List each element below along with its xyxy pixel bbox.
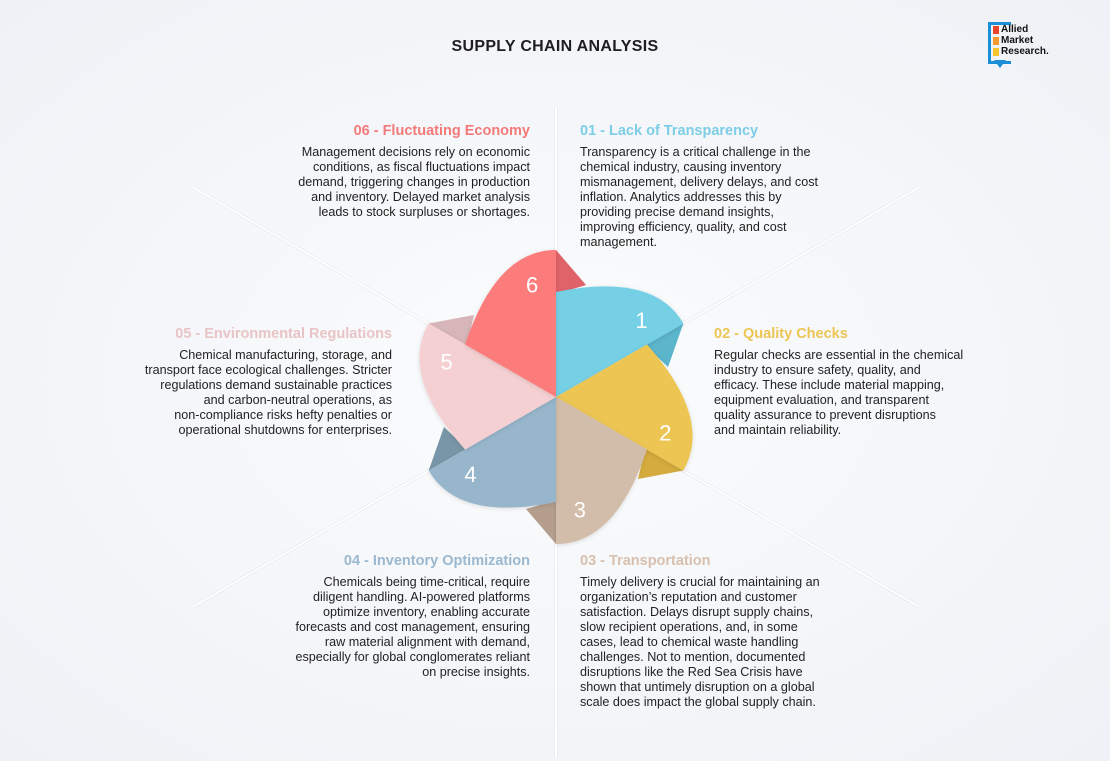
segment-1-text-line: mismanagement, delivery delays, and cost (580, 175, 818, 189)
segment-6-text-line: leads to stock surpluses or shortages. (318, 205, 530, 219)
segment-2-text-line: industry to ensure safety, quality, and (714, 363, 921, 377)
petal-2-number: 2 (659, 421, 671, 446)
segment-4-title: 04 - Inventory Optimization (343, 553, 530, 569)
segment-1-text-line: inflation. Analytics addresses this by (580, 190, 782, 204)
segment-6-text-line: Management decisions rely on economic (301, 145, 530, 159)
segment-3-text-line: organization’s reputation and customer (580, 590, 797, 604)
petal-1-fold (645, 323, 684, 367)
segment-4-text-line: forecasts and cost management, ensuring (295, 620, 530, 634)
logo-text-2: Market (1001, 35, 1034, 46)
segment-1-text-line: Transparency is a critical challenge in … (580, 145, 811, 159)
logo-text-1: Allied (1001, 24, 1029, 35)
logo-bar-orange (993, 37, 999, 45)
petal-2 (556, 344, 693, 471)
segment-3-text-line: scale does impact the global supply chai… (580, 695, 816, 709)
petal-3 (556, 397, 647, 545)
petal-1 (556, 286, 684, 397)
segment-4-text-line: raw material alignment with demand, (324, 635, 530, 649)
segment-5-text-line: regulations demand sustainable practices (160, 378, 392, 392)
segment-3-title: 03 - Transportation (580, 553, 711, 569)
petal-4 (428, 397, 556, 508)
petal-1-number: 1 (635, 308, 647, 333)
petal-6-number: 6 (526, 273, 538, 298)
segment-5-title: 05 - Environmental Regulations (175, 326, 392, 342)
segment-3-text-line: slow recipient operations, and, in some (580, 620, 798, 634)
segment-6-title: 06 - Fluctuating Economy (353, 123, 530, 139)
petal-3-number: 3 (574, 497, 586, 522)
segment-4-text-line: diligent handling. AI-powered platforms (312, 590, 530, 604)
segment-4-text-line: Chemicals being time-critical, require (323, 575, 530, 589)
petal-6-fold (556, 250, 587, 294)
petal-4-fold (428, 427, 467, 471)
segment-1-title: 01 - Lack of Transparency (580, 123, 759, 139)
petal-2-fold (638, 448, 684, 480)
segment-3-text-line: Timely delivery is crucial for maintaini… (580, 575, 820, 589)
segment-5-text-line: and carbon-neutral operations, as (203, 393, 392, 407)
segment-6-text-line: demand, triggering changes in production (298, 175, 530, 189)
segment-6-text-line: conditions, as fiscal fluctuations impac… (313, 160, 530, 174)
segment-3-text-line: disruptions like the Red Sea Crisis have (580, 665, 803, 679)
segment-3-text-line: satisfaction. Delays disrupt supply chai… (580, 605, 814, 619)
segment-5-text-line: Chemical manufacturing, storage, and (179, 348, 392, 362)
logo-bar-yellow (993, 48, 999, 56)
segment-6-text-line: and inventory. Delayed market analysis (311, 190, 530, 204)
segment-5-text-line: operational shutdowns for enterprises. (178, 423, 392, 437)
allied-market-research-logo: Allied Market Research. (986, 20, 1076, 68)
segment-1-text-line: management. (580, 235, 658, 249)
petal-4-number: 4 (464, 462, 476, 487)
segment-5-text-line: transport face ecological challenges. St… (144, 363, 392, 377)
petal-3-fold (525, 500, 556, 544)
segment-4-text-line: optimize inventory, enabling accurate (323, 605, 530, 619)
segment-3-text-line: cases, lead to chemical waste handling (580, 635, 799, 649)
petal-5-number: 5 (441, 349, 453, 374)
petal-5 (419, 323, 556, 450)
segment-3-text-line: shown that untimely disruption on a glob… (580, 680, 815, 694)
segment-2-text-line: equipment evaluation, and transparent (714, 393, 929, 407)
segment-4-text-line: on precise insights. (422, 665, 530, 679)
segment-2-text-line: quality assurance to prevent disruptions (714, 408, 936, 422)
petal-6 (465, 249, 556, 397)
logo-text-3: Research. (1001, 46, 1049, 57)
segment-1-text-line: chemical industry, causing inventory (580, 160, 782, 174)
logo-tail (994, 60, 1006, 68)
page-title: SUPPLY CHAIN ANALYSIS (451, 38, 659, 55)
segment-2-title: 02 - Quality Checks (714, 326, 848, 342)
segment-2-text-line: efficacy. These include material mapping… (714, 378, 945, 392)
segment-3-text-line: challenges. Not to mention, documented (580, 650, 806, 664)
segment-4-text-line: especially for global conglomerates reli… (295, 650, 530, 664)
segment-1-text-line: providing precise demand insights, (580, 205, 774, 219)
logo-bar-red (993, 26, 999, 34)
segment-1-text-line: improving efficiency, quality, and cost (580, 220, 787, 234)
petal-5-fold (428, 314, 474, 346)
segment-5-text-line: non-compliance risks hefty penalties or (174, 408, 392, 422)
segment-2-text-line: and maintain reliability. (714, 423, 842, 437)
segment-2-text-line: Regular checks are essential in the chem… (714, 348, 964, 362)
